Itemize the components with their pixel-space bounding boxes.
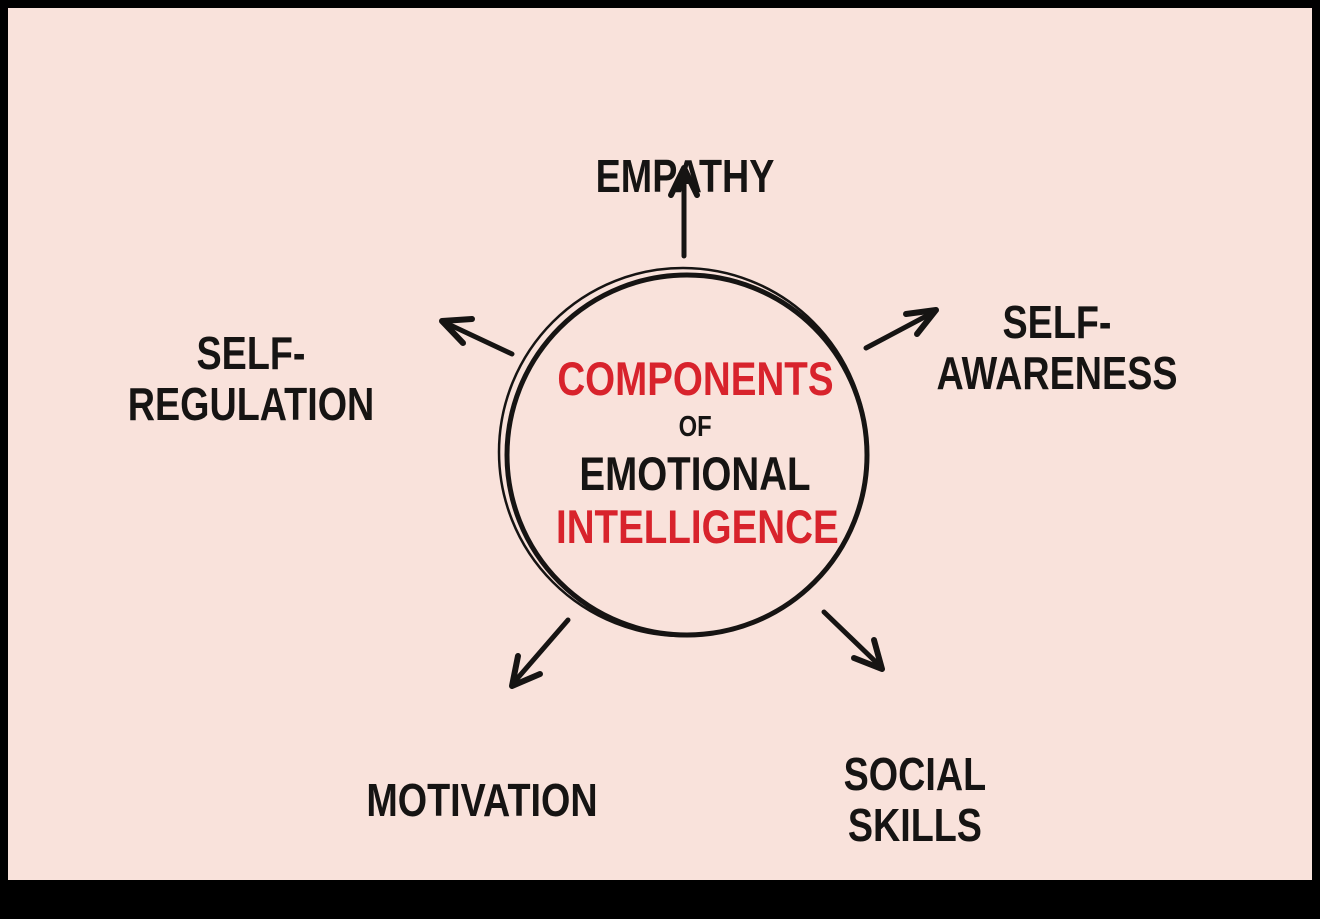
hub-circle-outer-stroke <box>497 266 869 638</box>
arrow-empathy <box>668 165 700 259</box>
hub-title-intelligence: INTELLIGENCE <box>556 500 839 553</box>
hub-title-emotional: EMOTIONAL <box>579 447 811 500</box>
node-label-self-awareness: SELF-AWARENESS <box>936 295 1178 400</box>
node-label-motivation: MOTIVATION <box>366 773 598 826</box>
hub-title: COMPONENTS OF EMOTIONAL INTELLIGENCE <box>525 352 865 554</box>
arrow-social-skills <box>821 609 885 672</box>
diagram-artwork <box>439 165 939 689</box>
hub-title-of: OF <box>678 411 712 443</box>
arrow-self-awareness <box>863 307 939 351</box>
node-label-empathy: EMPATHY <box>595 149 775 202</box>
hub-title-components: COMPONENTS <box>556 352 834 405</box>
arrow-self-regulation <box>439 316 515 357</box>
arrow-motivation <box>509 617 571 689</box>
node-label-social-skills: SOCIAL SKILLS <box>843 747 987 852</box>
diagram-canvas: COMPONENTS OF EMOTIONAL INTELLIGENCE EMP… <box>8 8 1312 880</box>
node-label-self-regulation: SELF-REGULATION <box>127 326 375 431</box>
